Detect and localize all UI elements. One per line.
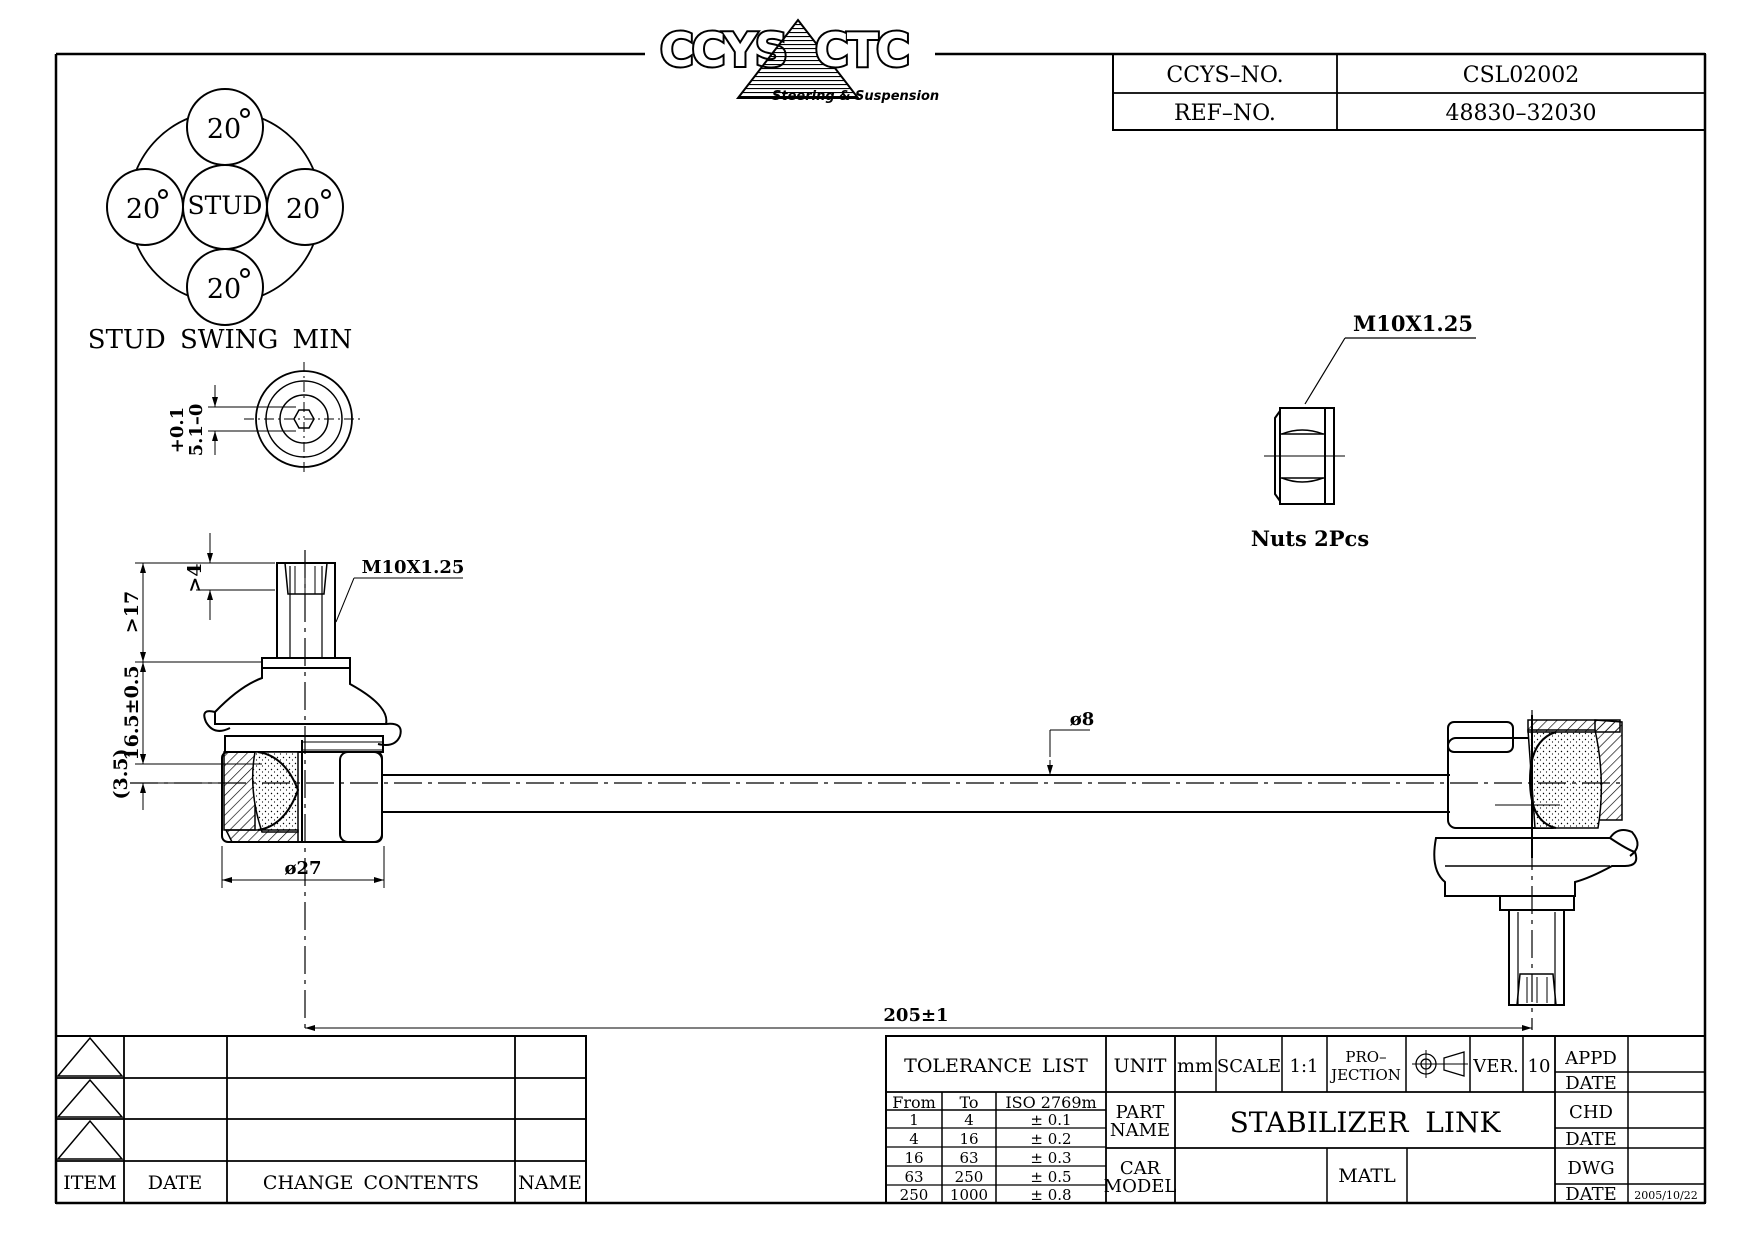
- tol-row-5-value: ± 0.8: [1030, 1186, 1071, 1204]
- swing-left-value: 20: [126, 194, 160, 225]
- dimension-annotations: >4 >17 16.5±0.5 (3.5) M10X1.25 ø27 ø8 20…: [110, 533, 1532, 1031]
- tol-row-1-to: 4: [964, 1111, 974, 1129]
- tol-row-4-to: 250: [955, 1168, 984, 1186]
- date-label-1: DATE: [1565, 1073, 1617, 1094]
- scale-value: 1:1: [1290, 1056, 1319, 1077]
- swing-right-value: 20: [286, 194, 320, 225]
- tol-row-1-from: 1: [909, 1111, 919, 1129]
- tol-header-from: From: [892, 1093, 936, 1112]
- tol-row-2-to: 16: [959, 1130, 978, 1148]
- rev-header-change-contents: CHANGE CONTENTS: [263, 1172, 479, 1194]
- tol-row-3-from: 16: [904, 1149, 923, 1167]
- appd-label: APPD: [1564, 1048, 1617, 1069]
- tolerance-title: TOLERANCE LIST: [904, 1055, 1088, 1077]
- offset-dim: (3.5): [110, 748, 132, 799]
- hex-depth-dim: >4: [184, 563, 206, 592]
- stabilizer-link-drawing: [130, 550, 1639, 1030]
- drawing-date-value: 2005/10/22: [1634, 1189, 1697, 1202]
- swing-center-label: STUD: [188, 191, 263, 220]
- logo-tagline: Steering & Suspension: [772, 89, 939, 104]
- matl-label: MATL: [1338, 1165, 1396, 1187]
- ball-dia-dim: ø27: [284, 858, 321, 879]
- car-model-label-line1: CAR: [1120, 1158, 1161, 1179]
- stud-thread-label: M10X1.25: [362, 557, 465, 578]
- tol-row-5-from: 250: [900, 1186, 929, 1204]
- tol-row-4-value: ± 0.5: [1030, 1168, 1071, 1186]
- hex-size: 5.1–0: [186, 404, 207, 457]
- date-label-3: DATE: [1565, 1184, 1617, 1205]
- ccys-no-value: CSL02002: [1463, 63, 1580, 88]
- tol-row-2-value: ± 0.2: [1030, 1130, 1071, 1148]
- version-label: VER.: [1472, 1056, 1518, 1077]
- ref-no-value: 48830–32030: [1446, 101, 1597, 126]
- swing-bottom-value: 20: [207, 274, 241, 305]
- ref-no-label: REF–NO.: [1174, 101, 1276, 126]
- overall-length-dim: 205±1: [883, 1005, 948, 1026]
- nuts-quantity-label: Nuts 2Pcs: [1251, 526, 1369, 551]
- logo-brand-left: CCYS: [660, 23, 786, 77]
- stud-swing-diagram: STUD 20 20 20 20 STUD SWING MIN: [88, 88, 352, 355]
- rod-dia-dim: ø8: [1070, 709, 1095, 730]
- nut-thread-label: M10X1.25: [1353, 311, 1473, 336]
- logo-triangle: [735, 18, 861, 99]
- projection-label-line1: PRO–: [1345, 1048, 1386, 1066]
- part-name-label-line1: PART: [1116, 1102, 1165, 1123]
- tol-header-to: To: [959, 1093, 978, 1112]
- nut-view: M10X1.25 Nuts 2Pcs: [1251, 311, 1476, 551]
- unit-label: UNIT: [1114, 1055, 1167, 1077]
- tol-header-iso: ISO 2769m: [1005, 1093, 1096, 1112]
- rev-header-item: ITEM: [63, 1172, 117, 1194]
- unit-value: mm: [1177, 1055, 1213, 1077]
- chd-label: CHD: [1569, 1102, 1613, 1123]
- tol-row-3-value: ± 0.3: [1030, 1149, 1071, 1167]
- scale-label: SCALE: [1217, 1056, 1281, 1077]
- swing-caption: STUD SWING MIN: [88, 325, 352, 355]
- tol-row-4-from: 63: [904, 1168, 923, 1186]
- part-name-value: STABILIZER LINK: [1230, 1106, 1502, 1139]
- stud-length-dim: >17: [121, 591, 143, 633]
- projection-symbol-icon: [1412, 1050, 1468, 1078]
- logo-brand-right: CTC: [815, 23, 908, 77]
- revision-table: ITEM DATE CHANGE CONTENTS NAME: [55, 1035, 587, 1204]
- rev-header-date: DATE: [148, 1172, 202, 1194]
- dwg-label: DWG: [1567, 1158, 1614, 1179]
- car-model-label-line2: MODEL: [1104, 1176, 1177, 1197]
- part-name-label-line2: NAME: [1110, 1120, 1170, 1141]
- version-value: 10: [1528, 1056, 1551, 1077]
- ccys-ctc-logo: CCYS CTC Steering & Suspension: [658, 18, 939, 104]
- tol-row-2-from: 4: [909, 1130, 919, 1148]
- hex-tolerance-plus: +0.1: [167, 407, 188, 453]
- projection-label-line2: JECTION: [1329, 1066, 1401, 1084]
- header-table: CCYS–NO. CSL02002 REF–NO. 48830–32030: [1112, 53, 1706, 131]
- tol-row-1-value: ± 0.1: [1030, 1111, 1071, 1129]
- hex-socket-view: +0.1 5.1–0: [167, 362, 364, 476]
- title-block: TOLERANCE LIST From To ISO 2769m 1 4 ± 0…: [885, 1035, 1706, 1205]
- rev-header-name: NAME: [518, 1172, 582, 1194]
- tol-row-5-to: 1000: [950, 1186, 988, 1204]
- date-label-2: DATE: [1565, 1129, 1617, 1150]
- tol-row-3-to: 63: [959, 1149, 978, 1167]
- height-dim: 16.5±0.5: [121, 665, 143, 760]
- swing-top-value: 20: [207, 114, 241, 145]
- ccys-no-label: CCYS–NO.: [1166, 63, 1283, 88]
